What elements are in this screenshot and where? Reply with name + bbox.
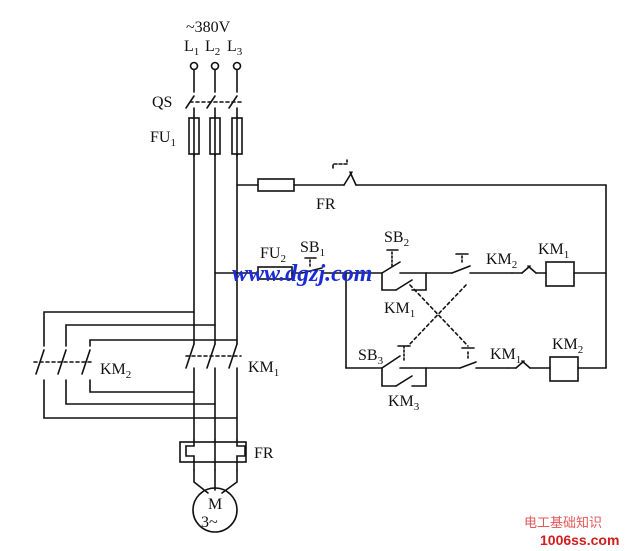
phase-l2-label: L2 (205, 38, 220, 58)
km1-main-label: KM1 (248, 359, 279, 379)
qs-label: QS (152, 94, 172, 111)
sb1-label: SB1 (300, 239, 325, 259)
supply-terminals (189, 61, 242, 71)
fr-contact-label: FR (316, 196, 336, 213)
km2-nc-label: KM2 (486, 251, 517, 271)
phase-l3-label: L3 (227, 38, 243, 58)
control-supply-top (236, 159, 607, 369)
km1-nc-label: KM1 (490, 346, 521, 366)
fu2-label: FU2 (260, 245, 286, 265)
motor-phase-label: 3~ (201, 514, 218, 531)
cn-watermark: 电工基础知识 (524, 515, 602, 531)
reverse-branch (345, 345, 607, 387)
motor (192, 487, 238, 533)
km3-aux-label: KM3 (388, 393, 420, 413)
site-watermark: www.dgzj.com (232, 261, 372, 287)
control-supply-left (214, 257, 347, 369)
km2-coil-label: KM2 (552, 336, 583, 356)
sb2-label: SB2 (384, 229, 409, 249)
motor-label: M (208, 496, 222, 513)
km1-aux-label: KM1 (384, 300, 415, 320)
url-watermark: 1006ss.com (540, 532, 619, 548)
km1-coil-label: KM1 (538, 241, 569, 261)
fr-relay-label: FR (254, 445, 274, 462)
km2-main-contacts (33, 349, 95, 375)
supply-voltage: ~380V (186, 19, 231, 36)
sb3-label: SB3 (358, 347, 384, 367)
interlock-cross (407, 284, 469, 347)
km2-reversing-wiring (43, 311, 238, 419)
qs-switch (185, 69, 242, 117)
forward-branch (345, 249, 607, 291)
fr-thermal-elements (179, 439, 247, 494)
phase-wires (193, 153, 238, 345)
km2-main-label: KM2 (100, 361, 131, 381)
phase-l1-label: L1 (184, 38, 199, 58)
labels: ~380V L1 L2 L3 QS FU1 FR FU2 SB1 SB2 KM2… (100, 19, 583, 531)
fu1-fuses (188, 115, 243, 157)
fu1-label: FU1 (150, 129, 176, 149)
